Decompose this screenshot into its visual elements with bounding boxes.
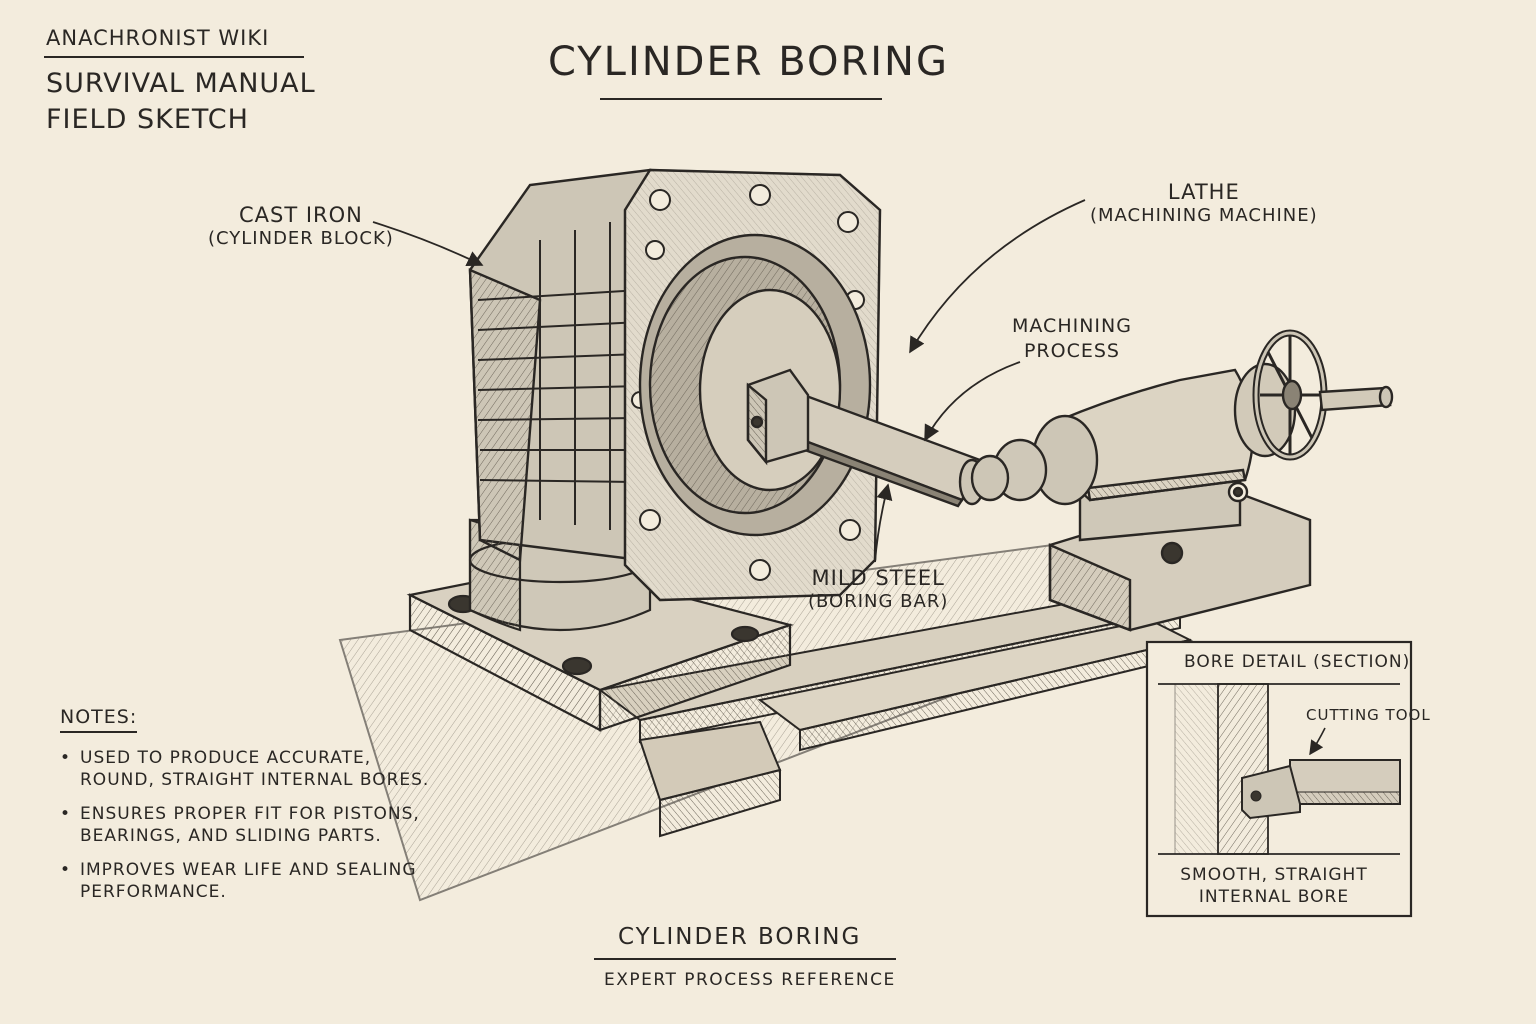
inset-title: BORE DETAIL (SECTION): [1184, 652, 1411, 672]
manual-subtitle-line2: FIELD SKETCH: [46, 104, 249, 135]
page-title: CYLINDER BORING: [548, 39, 949, 85]
label-lathe-sub: (MACHINING MACHINE): [1090, 205, 1318, 227]
manual-subtitle: SURVIVAL MANUAL FIELD SKETCH: [46, 66, 316, 138]
note-item: IMPROVES WEAR LIFE AND SEALING PERFORMAN…: [60, 859, 430, 903]
label-mild-steel-main: MILD STEEL: [811, 566, 945, 590]
title-underline: [600, 98, 882, 100]
notes-panel: NOTES: USED TO PRODUCE ACCURATE, ROUND, …: [60, 706, 430, 915]
inset-cutting-tool-label: CUTTING TOOL: [1306, 706, 1431, 724]
inset-caption: SMOOTH, STRAIGHT INTERNAL BORE: [1180, 865, 1368, 907]
footer-subtitle: EXPERT PROCESS REFERENCE: [604, 970, 896, 990]
label-machining-process: MACHINING PROCESS: [1012, 314, 1132, 364]
label-cast-iron-main: CAST IRON: [238, 203, 363, 227]
label-mild-steel: MILD STEEL (BORING BAR): [808, 566, 948, 613]
manual-subtitle-line1: SURVIVAL MANUAL: [46, 68, 316, 99]
label-lathe-main: LATHE: [1167, 180, 1240, 204]
callout-arrows: [372, 199, 1086, 563]
note-item: USED TO PRODUCE ACCURATE, ROUND, STRAIGH…: [60, 747, 430, 791]
label-cast-iron-sub: (CYLINDER BLOCK): [208, 228, 394, 250]
label-machining-line1: MACHINING: [1012, 315, 1132, 337]
lathe-headstock: [970, 329, 1394, 632]
notes-heading: NOTES:: [60, 706, 138, 733]
label-mild-steel-sub: (BORING BAR): [808, 591, 949, 613]
label-lathe: LATHE (MACHINING MACHINE): [1090, 180, 1318, 227]
footer-title: CYLINDER BORING: [618, 924, 862, 950]
lathe-handwheel: [1252, 329, 1394, 461]
notes-list: USED TO PRODUCE ACCURATE, ROUND, STRAIGH…: [60, 747, 430, 903]
bore-detail-inset: [1145, 640, 1413, 918]
label-cast-iron: CAST IRON (CYLINDER BLOCK): [208, 203, 394, 250]
label-machining-line2: PROCESS: [1023, 340, 1120, 362]
footer-underline: [594, 958, 896, 960]
brand-underline: [44, 56, 304, 58]
note-item: ENSURES PROPER FIT FOR PISTONS, BEARINGS…: [60, 803, 430, 847]
brand-name: ANACHRONIST WIKI: [46, 26, 270, 50]
cylinder-block: [468, 168, 882, 602]
